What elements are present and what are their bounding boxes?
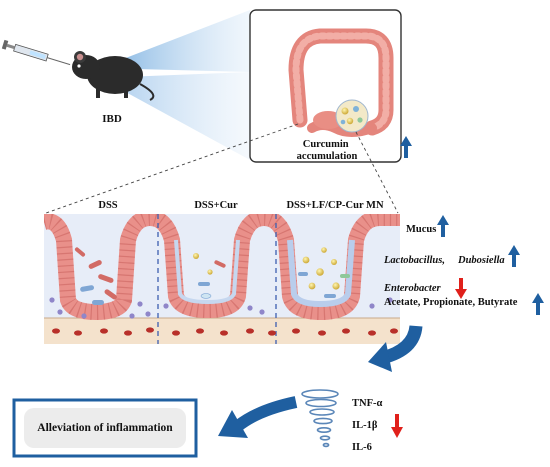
intestinal-tissue xyxy=(44,214,400,344)
curcumin-up-arrow-icon xyxy=(400,136,412,158)
scfa-up-arrow-icon xyxy=(532,293,544,315)
flow-arrow-down-icon xyxy=(368,324,423,372)
mucus-up-arrow-icon xyxy=(437,215,449,237)
flow-arrow-left-icon xyxy=(218,396,298,438)
mouse-icon xyxy=(72,51,155,101)
tnf-alpha-label: TNF-α xyxy=(352,398,382,409)
group-label-dss: DSS xyxy=(98,200,117,211)
il-1b-label: IL-1β xyxy=(352,420,378,431)
enterobacter-label: Enterobacter xyxy=(383,283,441,294)
cytokine-down-arrow-icon xyxy=(391,414,403,438)
dubosiella-label: Dubosiella xyxy=(457,255,505,266)
curcumin-accumulation-label: Curcumin accumulation xyxy=(297,139,358,162)
scfa-label: Acetate, Propionate, Butyrate xyxy=(384,297,518,308)
outcome-box-frame xyxy=(12,398,198,458)
zoom-beam-upper xyxy=(100,10,250,72)
lactobacillus-up-arrow-icon xyxy=(508,245,520,267)
syringe-icon xyxy=(1,39,71,66)
group-label-dss-cur: DSS+Cur xyxy=(194,200,238,211)
lactobacillus-label: Lactobacillus, xyxy=(383,255,445,266)
colon-icon xyxy=(288,28,394,137)
tornado-icon xyxy=(301,389,339,448)
il-6-label: IL-6 xyxy=(352,442,372,453)
mucus-label: Mucus xyxy=(406,224,436,235)
zoom-line-left xyxy=(45,123,299,214)
group-label-dss-lf-cp-cur-mn: DSS+LF/CP-Cur MN xyxy=(286,200,384,211)
nanoparticle-icon xyxy=(335,99,369,133)
enterobacter-down-arrow-icon xyxy=(455,278,467,299)
bacteria-icon xyxy=(74,247,117,305)
ibd-label: IBD xyxy=(102,113,122,125)
alleviation-of-inflammation-box: Alleviation of inflammation xyxy=(24,408,186,448)
zoom-beam-lower xyxy=(100,72,250,160)
